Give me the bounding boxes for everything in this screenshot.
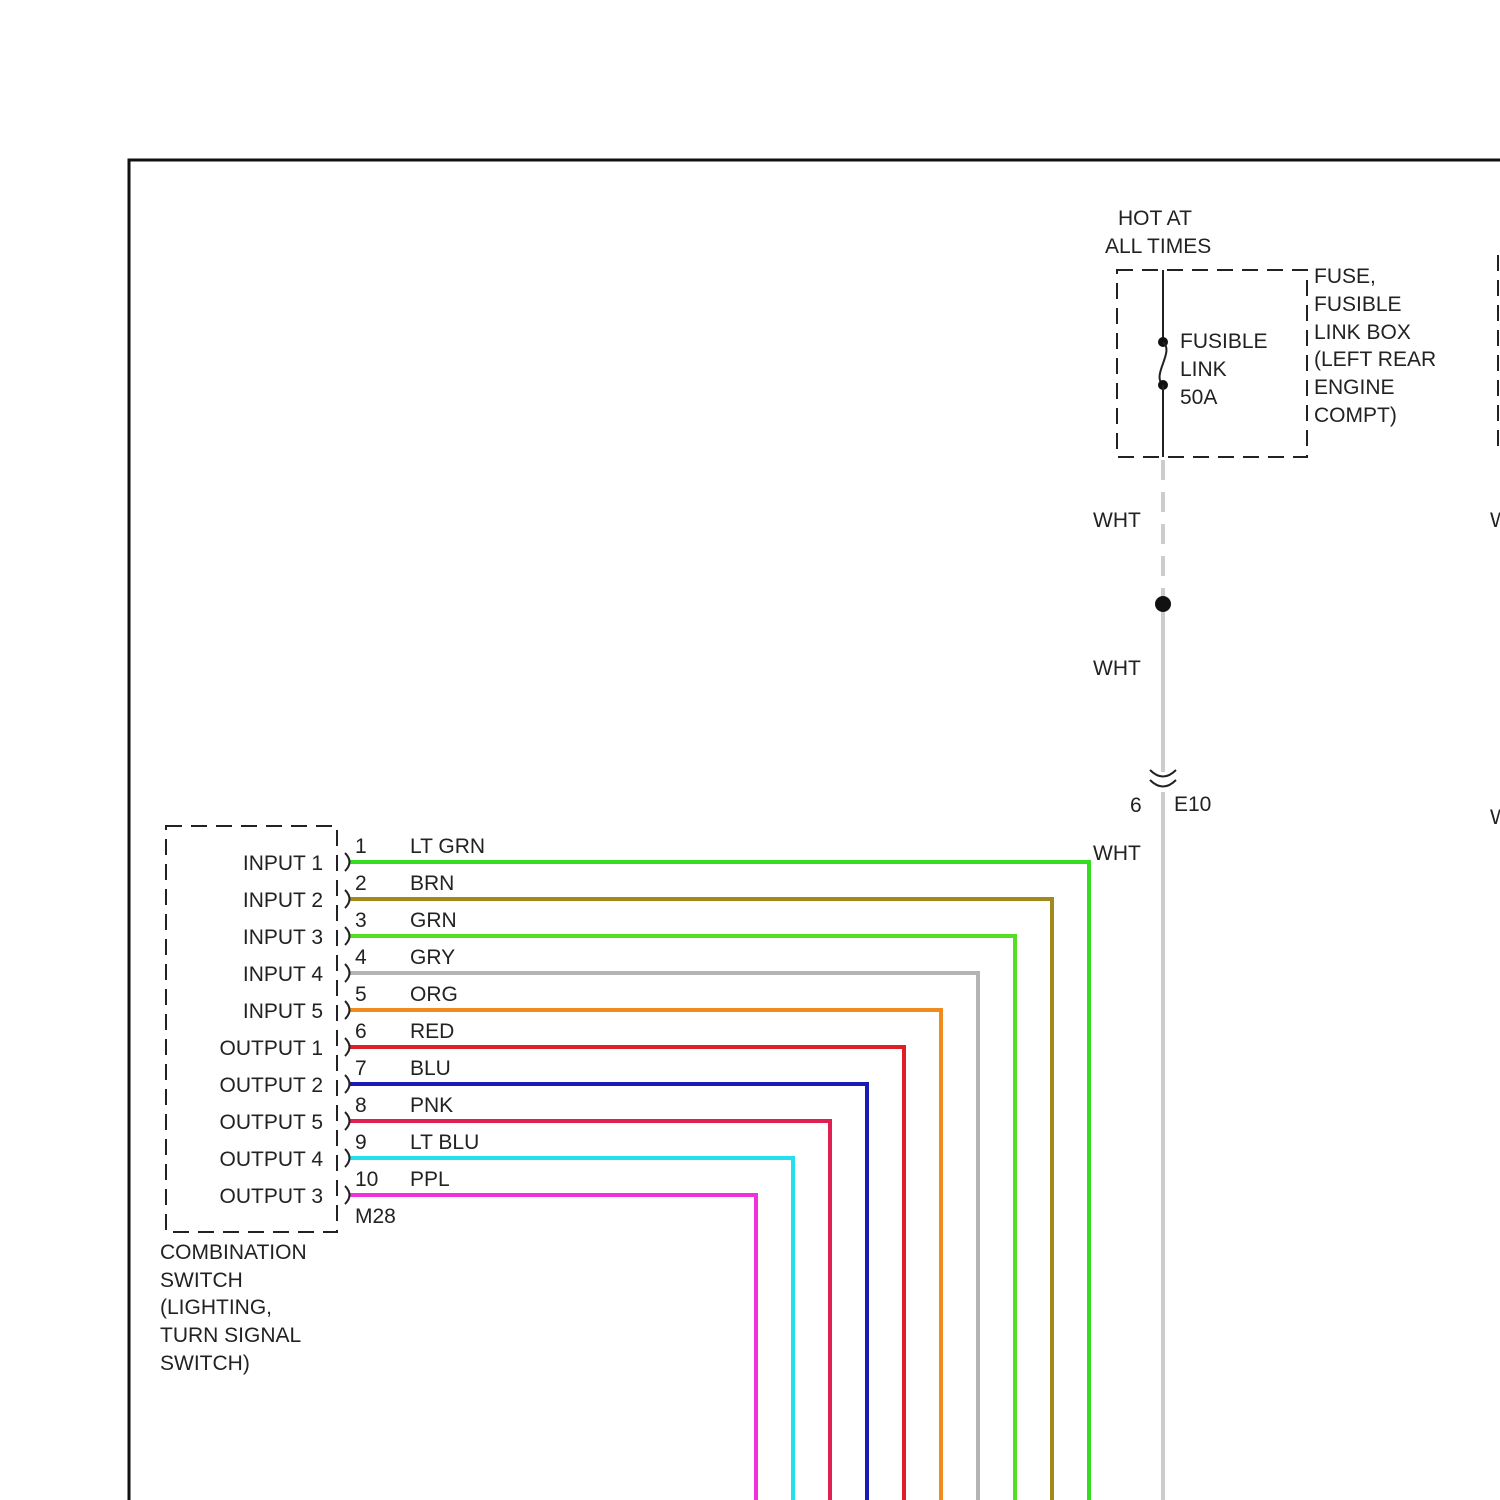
wire-color-label: GRN bbox=[410, 909, 457, 932]
pin-number: 7 bbox=[355, 1057, 367, 1080]
connector-e10-pin: 6 bbox=[1130, 794, 1142, 817]
connector-e10-symbol bbox=[1150, 770, 1176, 787]
wire-ppl bbox=[350, 1195, 756, 1500]
fuse-box-label-line2: FUSIBLE bbox=[1314, 293, 1402, 316]
fuse-box-label-line4: (LEFT REAR bbox=[1314, 348, 1436, 371]
pin-function-label: OUTPUT 4 bbox=[220, 1148, 324, 1171]
wire-color-label: BRN bbox=[410, 872, 454, 895]
pin-number: 5 bbox=[355, 983, 367, 1006]
switch-name-line2: SWITCH bbox=[160, 1269, 243, 1292]
pin-connector-symbol bbox=[345, 890, 350, 908]
fusible-link-symbol bbox=[1158, 270, 1168, 457]
diagram-frame bbox=[129, 160, 1500, 1500]
pin-function-label: INPUT 1 bbox=[243, 852, 323, 875]
fusible-link-name-line2: LINK bbox=[1180, 358, 1227, 381]
pin-connector-symbol bbox=[345, 1112, 350, 1130]
combination-switch-outline bbox=[166, 826, 337, 1232]
fusible-link-rating: 50A bbox=[1180, 386, 1217, 409]
fuse-box-label-line1: FUSE, bbox=[1314, 265, 1376, 288]
pin-connector-symbol bbox=[345, 1001, 350, 1019]
wire-color-label: PPL bbox=[410, 1168, 450, 1191]
wire-color-label: LT GRN bbox=[410, 835, 485, 858]
pin-connector-symbol bbox=[345, 964, 350, 982]
switch-name-line4: TURN SIGNAL bbox=[160, 1324, 301, 1347]
pin-function-label: INPUT 4 bbox=[243, 963, 323, 986]
pin-connector-symbol bbox=[345, 1186, 350, 1204]
pin-number: 6 bbox=[355, 1020, 367, 1043]
pin-number: 10 bbox=[355, 1168, 378, 1191]
pin-number: 9 bbox=[355, 1131, 367, 1154]
pin-function-label: INPUT 3 bbox=[243, 926, 323, 949]
fuse-box-label-line5: ENGINE bbox=[1314, 376, 1395, 399]
splice-point bbox=[1155, 596, 1171, 612]
pin-number: 1 bbox=[355, 835, 367, 858]
switch-name-line3: (LIGHTING, bbox=[160, 1296, 272, 1319]
pin-function-label: OUTPUT 2 bbox=[220, 1074, 323, 1097]
wire-lt-blu bbox=[350, 1158, 793, 1500]
switch-connector-name: M28 bbox=[355, 1205, 396, 1228]
adjacent-wire-label-1: W bbox=[1490, 509, 1500, 532]
switch-pin-row: INPUT 5 5 ORG bbox=[243, 983, 941, 1500]
power-wire-color-middle: WHT bbox=[1093, 657, 1141, 680]
power-source-label-line1: HOT AT bbox=[1118, 207, 1192, 230]
pin-number: 4 bbox=[355, 946, 367, 969]
wire-color-label: ORG bbox=[410, 983, 458, 1006]
pin-connector-symbol bbox=[345, 1075, 350, 1093]
fuse-box-label-line6: COMPT) bbox=[1314, 404, 1397, 427]
wire-gry bbox=[350, 973, 978, 1500]
connector-e10-name: E10 bbox=[1174, 793, 1211, 816]
pin-function-label: OUTPUT 1 bbox=[220, 1037, 323, 1060]
switch-name-line5: SWITCH) bbox=[160, 1352, 250, 1375]
pin-function-label: INPUT 2 bbox=[243, 889, 323, 912]
pin-connector-symbol bbox=[345, 1149, 350, 1167]
pin-number: 3 bbox=[355, 909, 367, 932]
power-source-label-line2: ALL TIMES bbox=[1105, 235, 1211, 258]
pin-function-label: INPUT 5 bbox=[243, 1000, 323, 1023]
pin-number: 8 bbox=[355, 1094, 367, 1117]
pin-connector-symbol bbox=[345, 927, 350, 945]
fusible-link-name-line1: FUSIBLE bbox=[1180, 330, 1268, 353]
pin-function-label: OUTPUT 3 bbox=[220, 1185, 323, 1208]
fuse-box-label-line3: LINK BOX bbox=[1314, 321, 1411, 344]
power-wire-color-lower: WHT bbox=[1093, 842, 1141, 865]
adjacent-wire-label-2: W bbox=[1490, 806, 1500, 829]
wire-color-label: GRY bbox=[410, 946, 455, 969]
wire-color-label: RED bbox=[410, 1020, 454, 1043]
switch-pins-group: INPUT 1 1 LT GRN INPUT 2 2 BRN INPUT 3 3 GRN INPU… bbox=[220, 835, 1089, 1500]
pin-connector-symbol bbox=[345, 853, 350, 871]
pin-number: 2 bbox=[355, 872, 367, 895]
wire-color-label: PNK bbox=[410, 1094, 453, 1117]
switch-name-line1: COMBINATION bbox=[160, 1241, 307, 1264]
wire-color-label: LT BLU bbox=[410, 1131, 479, 1154]
power-wire-color-upper: WHT bbox=[1093, 509, 1141, 532]
wire-color-label: BLU bbox=[410, 1057, 451, 1080]
pin-function-label: OUTPUT 5 bbox=[220, 1111, 323, 1134]
pin-connector-symbol bbox=[345, 1038, 350, 1056]
